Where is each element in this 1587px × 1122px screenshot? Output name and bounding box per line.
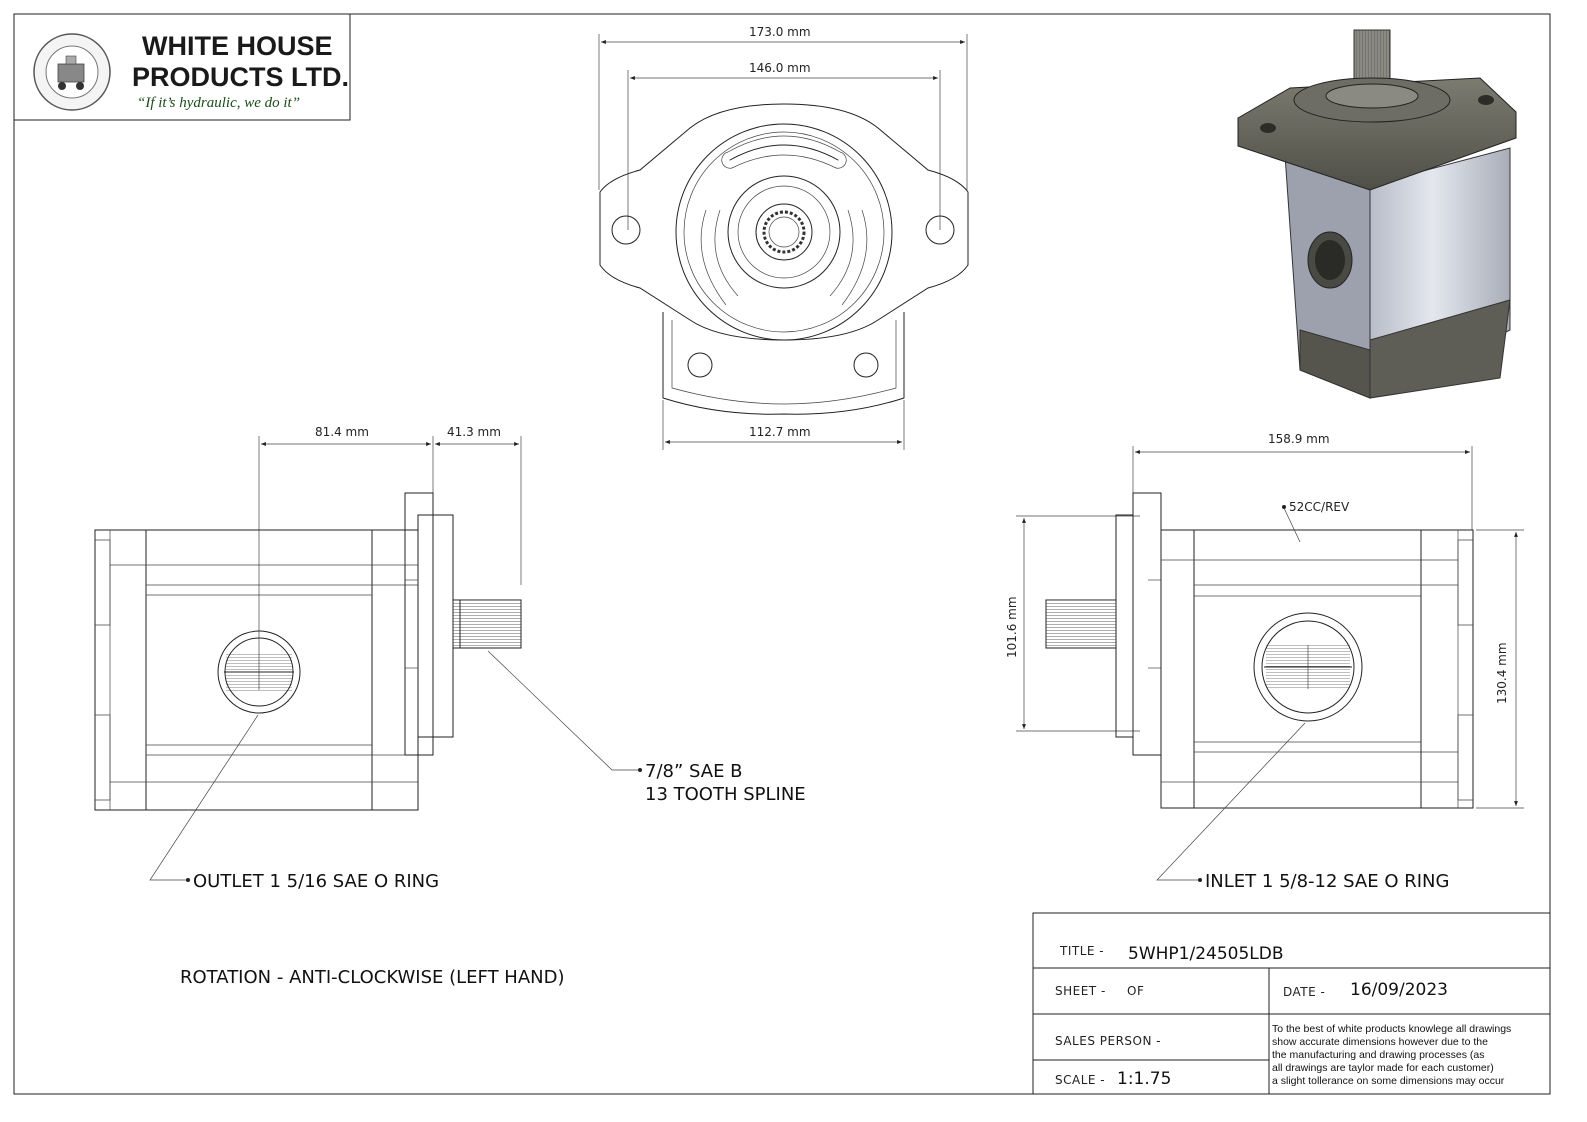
company-name-line1: WHITE HOUSE (142, 31, 333, 61)
title-label: TITLE - (1059, 944, 1104, 958)
logo-block: WHITE HOUSE PRODUCTS LTD. “If it’s hydra… (13, 13, 351, 121)
sheet-of-label: OF (1127, 984, 1144, 998)
dim-base-width: 112.7 mm (749, 425, 811, 439)
disclaimer-line-2: show accurate dimensions however due to … (1272, 1036, 1488, 1048)
dim-shaft-length: 41.3 mm (447, 425, 501, 439)
disclaimer-line-1: To the best of white products knowlege a… (1272, 1023, 1511, 1035)
scale-value: 1:1.75 (1117, 1069, 1171, 1089)
disclaimer-line-5: a slight tollerance on some dimensions m… (1272, 1075, 1505, 1087)
sales-person-label: SALES PERSON - (1055, 1034, 1161, 1048)
spline-shaft-side-icon (452, 599, 522, 649)
title-value: 5WHP1/24505LDB (1128, 944, 1284, 964)
dim-height-body: 130.4 mm (1495, 642, 1509, 704)
scale-label: SCALE - (1055, 1073, 1105, 1087)
front-view: 173.0 mm 146.0 mm (598, 25, 969, 450)
rotation-note: ROTATION - ANTI-CLOCKWISE (LEFT HAND) (180, 967, 565, 988)
disclaimer-line-4: all drawings are taylor made for each cu… (1272, 1062, 1494, 1074)
disclaimer-line-3: the manufacturing and drawing processes … (1272, 1049, 1484, 1061)
displacement-note: 52CC/REV (1289, 500, 1350, 514)
company-seal-icon (33, 33, 111, 111)
logo-frame (13, 13, 351, 121)
date-label: DATE - (1283, 985, 1325, 999)
title-block: TITLE - 5WHP1/24505LDB SHEET - OF DATE -… (1032, 912, 1551, 1095)
shaft-note-line2: 13 TOOTH SPLINE (645, 784, 806, 805)
dim-port-position: 81.4 mm (315, 425, 369, 439)
outlet-port-icon (217, 630, 301, 714)
date-value: 16/09/2023 (1350, 980, 1448, 1000)
sheet-label: SHEET - (1055, 984, 1106, 998)
company-tagline: “If it’s hydraulic, we do it” (137, 95, 300, 111)
dim-height-flange: 101.6 mm (1005, 596, 1019, 658)
right-side-view: 158.9 mm 101.6 mm 130.4 mm (1005, 432, 1524, 892)
inlet-port-icon (1253, 612, 1363, 722)
dim-bolt-centers: 146.0 mm (749, 61, 811, 75)
outlet-note: OUTLET 1 5/16 SAE O RING (193, 871, 439, 892)
sheet-border (13, 13, 1551, 1095)
dim-length: 158.9 mm (1268, 432, 1330, 446)
spline-shaft-front-icon (755, 203, 813, 261)
inlet-note: INLET 1 5/8-12 SAE O RING (1205, 871, 1449, 892)
pump-3d-render (1237, 29, 1517, 399)
dim-overall-width: 173.0 mm (749, 25, 811, 39)
company-name-line2: PRODUCTS LTD. (132, 62, 349, 92)
shaft-note-line1: 7/8” SAE B (645, 761, 743, 782)
left-side-view: 81.4 mm 41.3 mm (94, 425, 806, 892)
